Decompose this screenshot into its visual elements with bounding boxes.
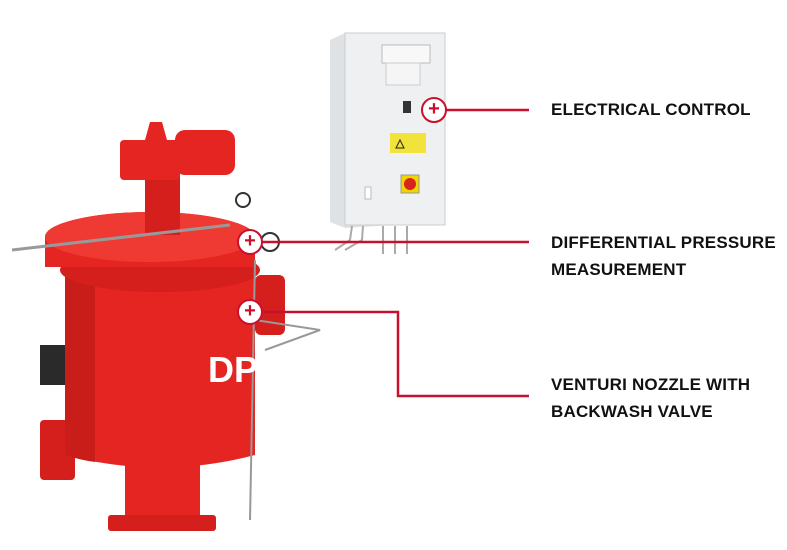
label-line: ELECTRICAL CONTROL (551, 100, 751, 119)
svg-text:DP: DP (208, 349, 258, 390)
label-line: BACKWASH VALVE (551, 402, 713, 421)
electrical-control-marker[interactable]: + (421, 97, 447, 123)
label-line: DIFFERENTIAL PRESSURE (551, 233, 776, 252)
differential-pressure-label: DIFFERENTIAL PRESSURE MEASUREMENT (551, 229, 776, 283)
venturi-nozzle-label: VENTURI NOZZLE WITH BACKWASH VALVE (551, 371, 750, 425)
electrical-cabinet (330, 32, 446, 254)
plus-icon: + (244, 230, 256, 252)
venturi-nozzle-marker[interactable]: + (237, 299, 263, 325)
differential-pressure-marker[interactable]: + (237, 229, 263, 255)
plus-icon: + (244, 300, 256, 322)
plus-icon: + (428, 98, 440, 120)
self-cleaning-filter: DP (11, 122, 321, 531)
callout-lines (262, 108, 529, 398)
label-line: VENTURI NOZZLE WITH (551, 375, 751, 394)
electrical-control-label: ELECTRICAL CONTROL (551, 96, 751, 123)
label-line: MEASUREMENT (551, 260, 687, 279)
